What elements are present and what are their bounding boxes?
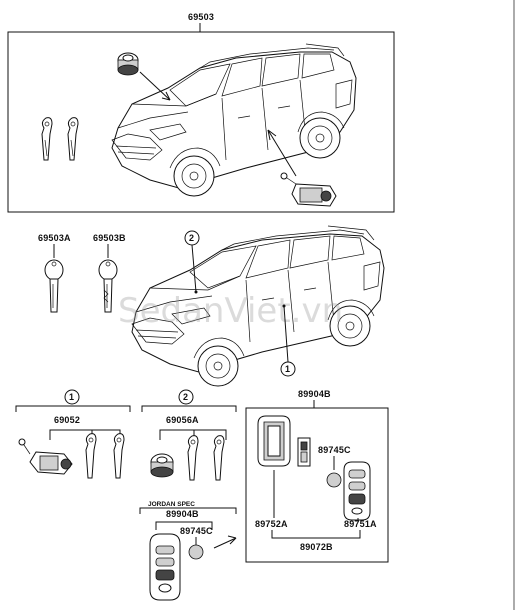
label-89904b-jordan: 89904B xyxy=(166,509,199,519)
label-69503: 69503 xyxy=(188,12,214,22)
jordan-spec-group: JORDAN SPEC 89904B 89745C xyxy=(139,501,237,601)
frame-89904b xyxy=(245,407,389,563)
label-89752a: 89752A xyxy=(255,519,288,529)
ignition-cylinder-top xyxy=(117,52,171,101)
marker-2-vehicle-text: 2 xyxy=(189,233,194,243)
marker-2-set-text: 2 xyxy=(183,392,188,402)
kit-69503-group: 69503 xyxy=(7,12,395,213)
keys-top xyxy=(41,117,79,161)
vehicle-middle-drawing xyxy=(131,225,385,387)
lock-set-69052-group: 1 69052 xyxy=(15,389,131,479)
label-69503b: 69503B xyxy=(93,233,126,243)
key-69503b-group: 69503B xyxy=(93,233,126,313)
marker-1-vehicle: 1 xyxy=(280,304,296,377)
smart-key-kit-group: 89904B 89745C 89752A 89751A 89072B xyxy=(245,389,389,563)
marker-1-set-text: 1 xyxy=(69,392,74,402)
label-jordan-spec: JORDAN SPEC xyxy=(148,501,195,508)
label-69503a: 69503A xyxy=(38,233,71,243)
label-89745c-left: 89745C xyxy=(180,526,213,536)
marker-1-vehicle-text: 1 xyxy=(285,364,290,374)
label-69056a: 69056A xyxy=(166,415,199,425)
label-69052: 69052 xyxy=(54,415,80,425)
watermark-text: SedanViet.vn xyxy=(118,291,343,331)
label-89904b: 89904B xyxy=(298,389,331,399)
key-69503a-group: 69503A xyxy=(38,233,71,313)
label-89072b: 89072B xyxy=(300,542,333,552)
frame-69503 xyxy=(7,31,395,213)
marker-2-vehicle: 2 xyxy=(184,230,200,294)
vehicle-top-drawing xyxy=(111,43,357,197)
lock-set-69056a-group: 2 69056A xyxy=(141,389,237,481)
door-lock-cylinder-top xyxy=(267,129,337,207)
label-89745c-right: 89745C xyxy=(318,445,351,455)
label-89751a: 89751A xyxy=(344,519,377,529)
